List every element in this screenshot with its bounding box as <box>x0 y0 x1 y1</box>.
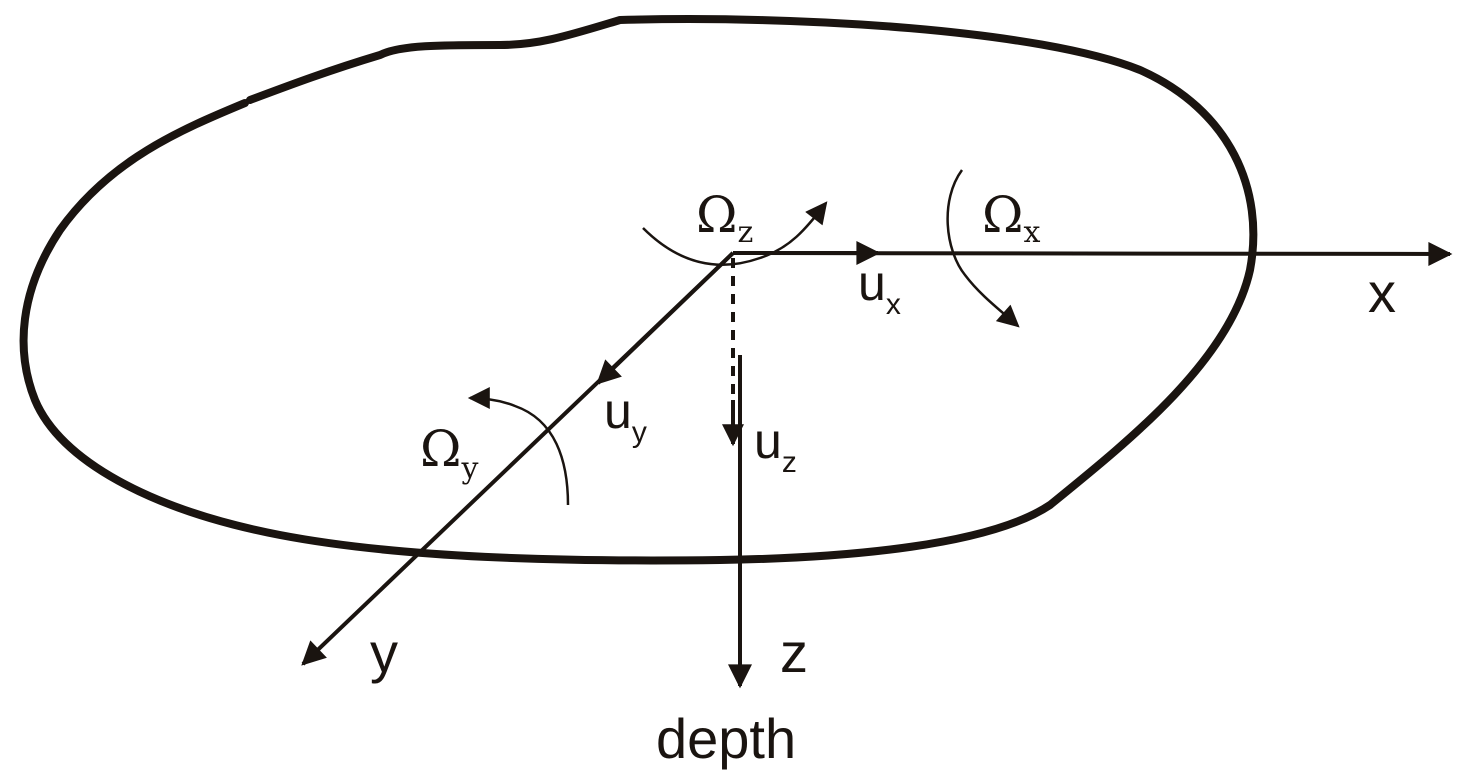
z-axis-label: z <box>780 621 808 684</box>
x-axis-label: x <box>1368 261 1396 324</box>
uy-label: uy <box>604 383 647 449</box>
uz-label: uz <box>754 413 797 479</box>
omega-z-label: Ωz <box>696 186 753 250</box>
ux-label: ux <box>858 255 901 321</box>
depth-caption: depth <box>656 707 796 770</box>
uy-arrow <box>596 251 735 385</box>
omega-x-arc <box>946 169 1020 328</box>
omega-y-arc <box>467 387 570 506</box>
omega-z-arc <box>642 201 828 266</box>
omega-y-label: Ωy <box>420 420 478 486</box>
omega-x-label: Ωx <box>982 186 1040 250</box>
y-axis-label: y <box>370 621 398 684</box>
body-outline <box>19 15 1258 565</box>
